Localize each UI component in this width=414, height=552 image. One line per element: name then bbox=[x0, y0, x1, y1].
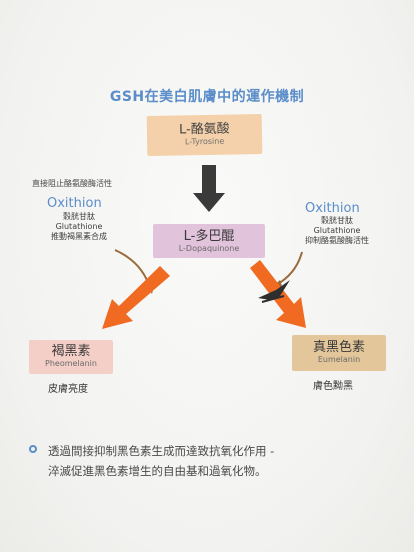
left-line2: Glutathione bbox=[55, 222, 103, 231]
eumelanin-zh: 真黑色素 bbox=[312, 340, 365, 355]
dopaquinone-en: L-Dopaquinone bbox=[178, 244, 240, 253]
eumelanin-en: Eumelanin bbox=[317, 355, 361, 364]
left-result: 皮膚亮度 bbox=[48, 384, 88, 395]
right-result: 膚色黝黑 bbox=[313, 381, 353, 392]
dopaquinone-node: L-多巴醌 L-Dopaquinone bbox=[153, 224, 265, 258]
eumelanin-node: 真黑色素 Eumelanin bbox=[292, 335, 386, 371]
tyrosine-en: L-Tyrosine bbox=[184, 136, 225, 147]
left-orange-arrow-icon bbox=[102, 266, 170, 329]
right-line3: 抑制酪氨酸酶活性 bbox=[305, 236, 369, 245]
bullet-text: 透過間接抑制黑色素生成而達致抗氧化作用 - 淬滅促進黑色素增生的自由基和過氧化物… bbox=[48, 441, 388, 481]
bullet-line1: 透過間接抑制黑色素生成而達致抗氧化作用 - bbox=[48, 444, 275, 458]
inhibit-mark-icon bbox=[258, 280, 290, 303]
left-note: 直接阻止酪氨酸酶活性 bbox=[32, 179, 112, 188]
left-oxithion-label: Oxithion bbox=[47, 196, 102, 211]
tyrosine-node: L-酪氨酸 L-Tyrosine bbox=[146, 113, 263, 157]
right-line1: 穀胱甘肽 bbox=[321, 216, 353, 225]
left-line3: 推動褐黑素合成 bbox=[51, 232, 107, 241]
pheomelanin-zh: 褐黑素 bbox=[51, 344, 91, 359]
right-oxithion-label: Oxithion bbox=[305, 201, 360, 216]
down-arrow-icon bbox=[193, 165, 225, 212]
left-line1: 穀胱甘肽 bbox=[63, 212, 95, 221]
diagram-title: GSH在美白肌膚中的運作機制 bbox=[109, 89, 305, 105]
pheomelanin-en: Pheomelanin bbox=[45, 359, 97, 368]
right-line2: Glutathione bbox=[313, 226, 361, 235]
circle-bullet-icon bbox=[29, 445, 37, 453]
pheomelanin-node: 褐黑素 Pheomelanin bbox=[29, 340, 113, 374]
right-oxithion-desc: 穀胱甘肽 Glutathione 抑制酪氨酸酶活性 bbox=[292, 216, 382, 246]
bullet-line2: 淬滅促進黑色素增生的自由基和過氧化物。 bbox=[48, 464, 267, 478]
dopaquinone-zh: L-多巴醌 bbox=[183, 229, 235, 244]
left-oxithion-desc: 穀胱甘肽 Glutathione 推動褐黑素合成 bbox=[36, 212, 122, 242]
